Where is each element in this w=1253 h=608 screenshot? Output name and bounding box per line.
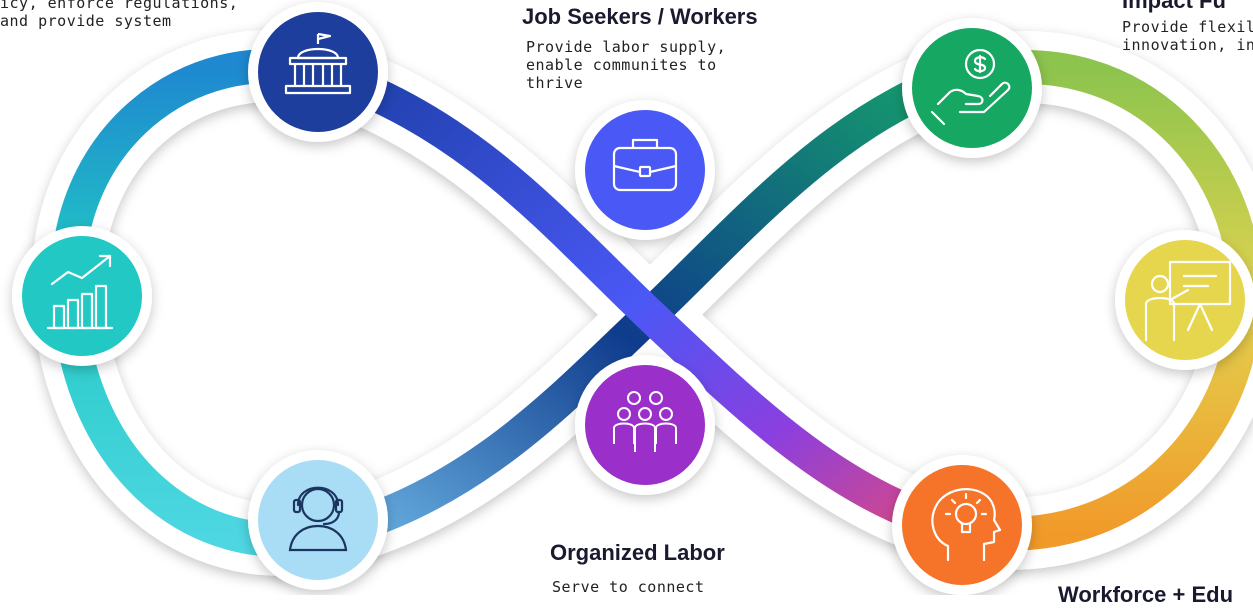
node-training <box>1115 230 1253 370</box>
impact-funders-desc-line1: Provide flexil <box>1122 18 1253 36</box>
node-education <box>892 455 1032 595</box>
presenter-board-icon <box>1144 260 1232 342</box>
government-desc-line1: icy, enforce regulations, <box>0 0 239 12</box>
infinity-diagram <box>12 2 1253 595</box>
node-organized-labor <box>575 355 715 495</box>
impact-funders-desc-line2: innovation, in <box>1122 36 1253 54</box>
impact-funders-title: Impact Fu <box>1122 0 1226 13</box>
growth-chart-icon <box>46 254 114 330</box>
briefcase-icon <box>612 138 678 192</box>
node-support <box>248 450 388 590</box>
job-seekers-desc-line1: Provide labor supply, <box>526 38 727 56</box>
government-desc-line2: and provide system <box>0 12 172 30</box>
node-impact-funders <box>902 18 1042 158</box>
capitol-building-icon <box>284 32 352 95</box>
money-hand-icon <box>930 48 1011 126</box>
node-economic-growth <box>12 226 152 366</box>
organized-labor-title: Organized Labor <box>550 540 725 565</box>
job-seekers-desc-line2: enable communites to <box>526 56 717 74</box>
workforce-education-title: Workforce + Edu <box>1058 582 1234 607</box>
group-of-people-icon <box>613 391 677 452</box>
job-seekers-title: Job Seekers / Workers <box>522 4 758 29</box>
job-seekers-desc-line3: thrive <box>526 74 584 92</box>
head-lightbulb-icon <box>931 488 1002 562</box>
ribbon-descending <box>312 55 965 545</box>
node-job-seekers <box>575 100 715 240</box>
organized-labor-desc-line1: Serve to connect <box>552 578 705 596</box>
headset-person-icon <box>288 486 348 552</box>
node-government <box>248 2 388 142</box>
